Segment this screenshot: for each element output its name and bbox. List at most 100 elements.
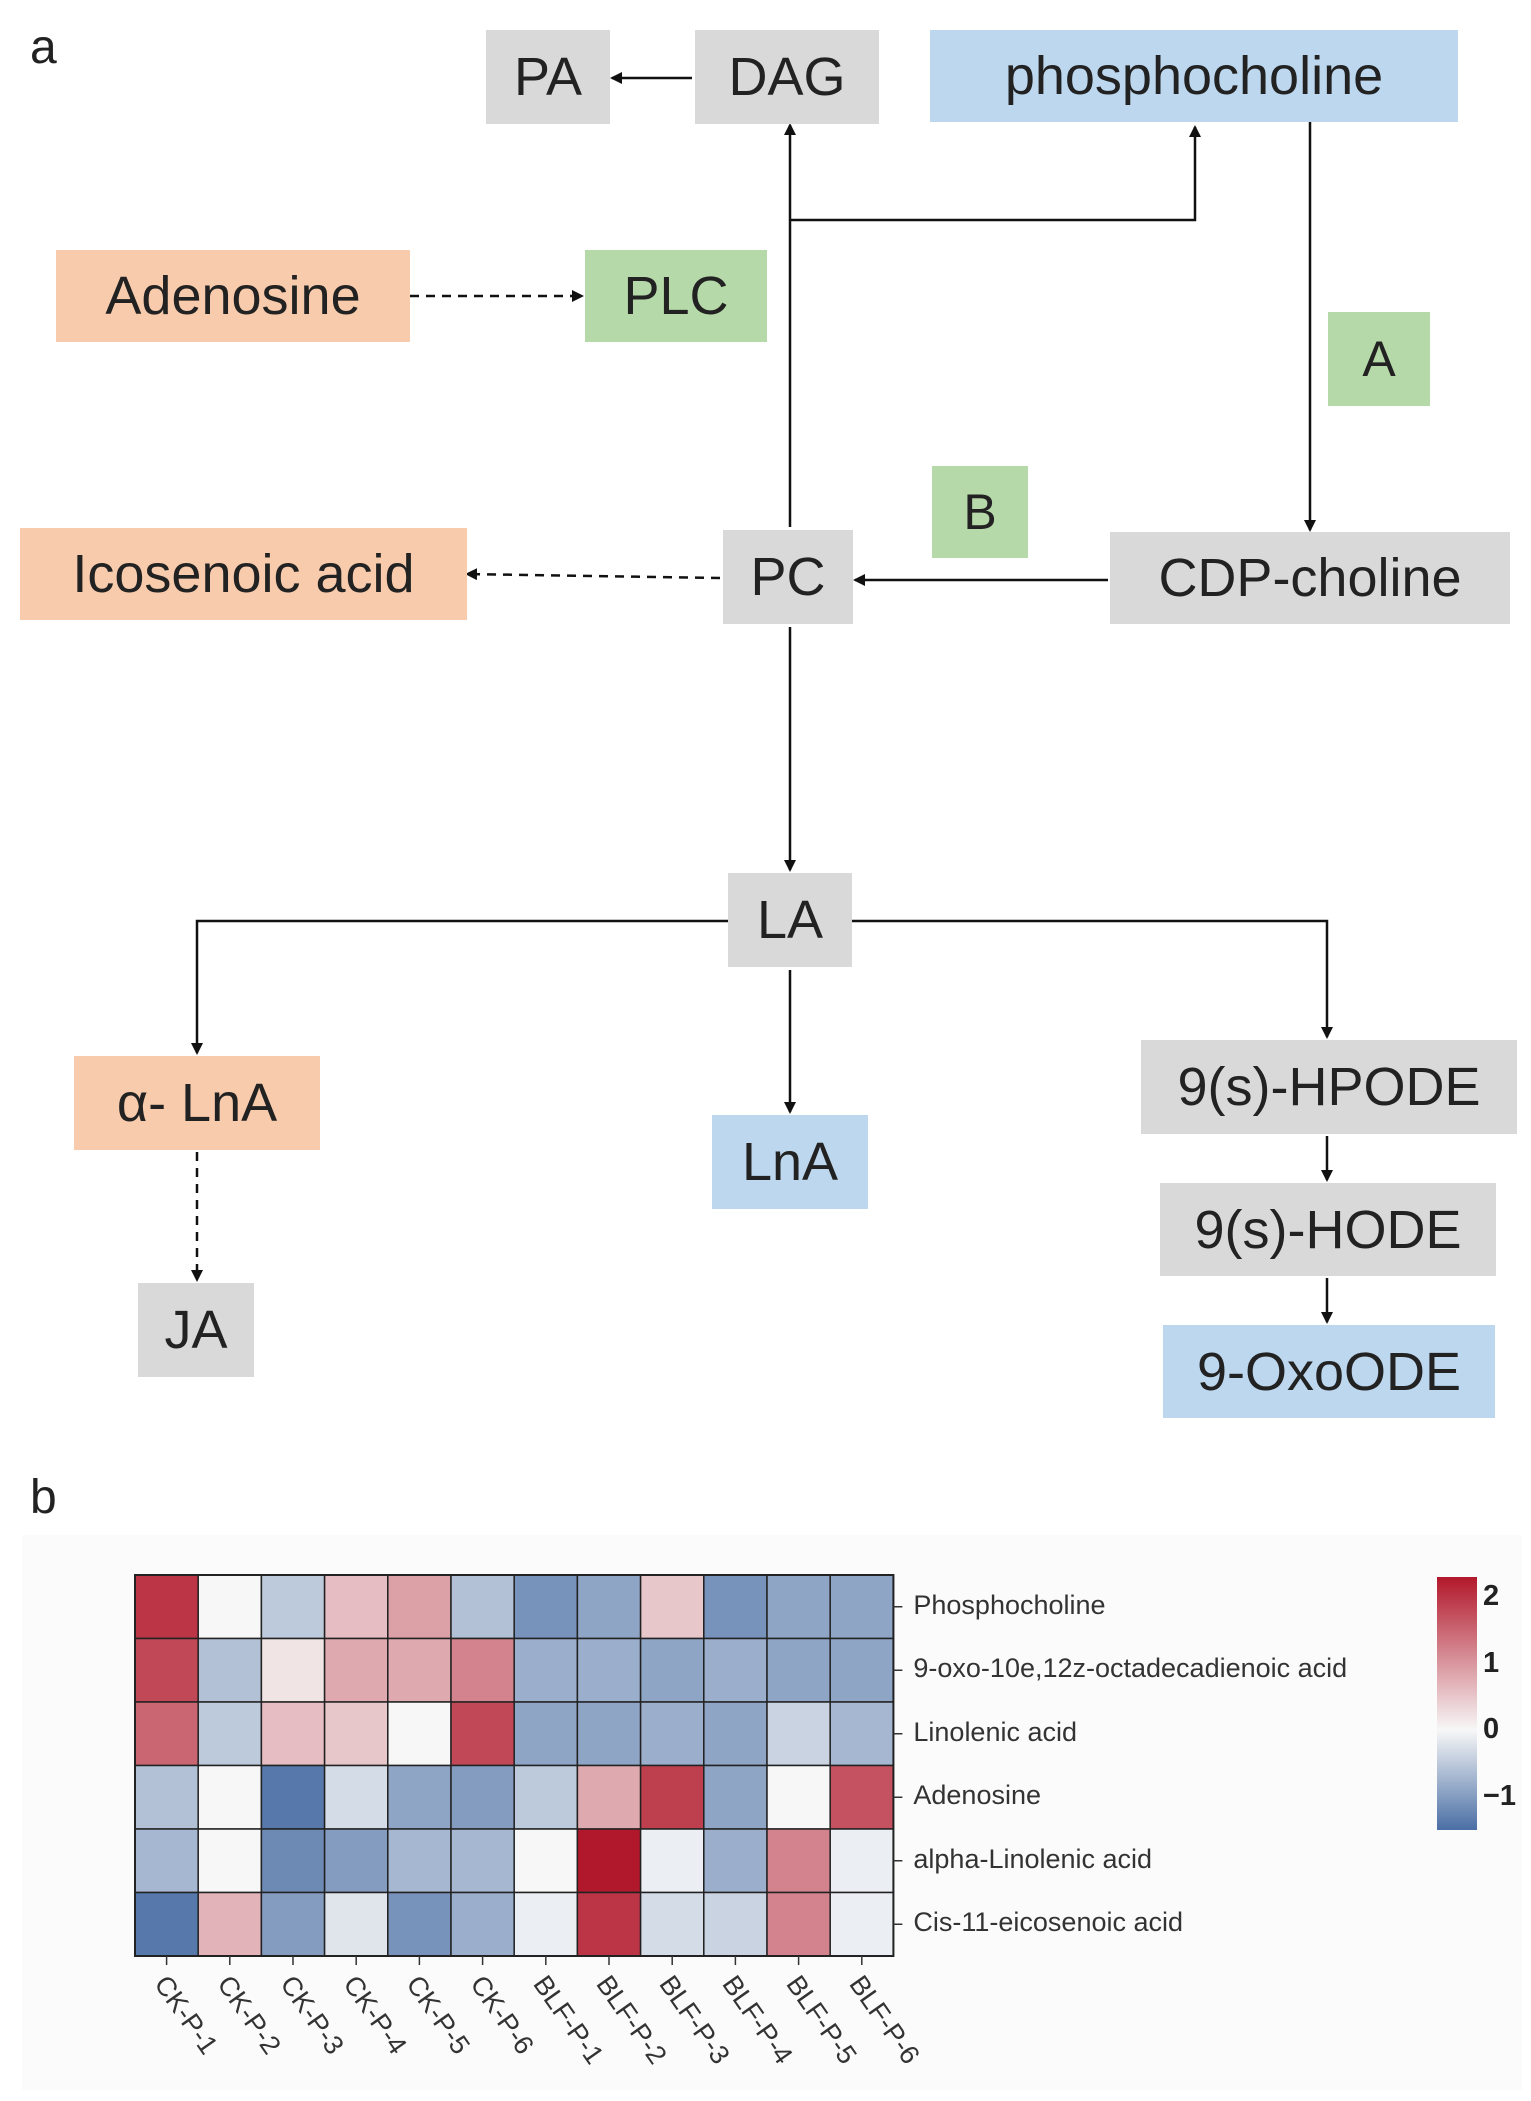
heatmap-cell — [260, 1828, 326, 1894]
row-label: Adenosine — [913, 1780, 1041, 1811]
heatmap-cell — [197, 1574, 263, 1640]
node-lna: LnA — [712, 1115, 868, 1209]
heatmap-cell — [829, 1574, 895, 1640]
heatmap-cell — [703, 1701, 768, 1767]
heatmap-cell — [829, 1764, 895, 1830]
heatmap-cell — [260, 1701, 326, 1767]
heatmap-cell — [260, 1574, 326, 1640]
arrow-to-phosphocholine — [790, 125, 1201, 222]
heatmap-cell — [703, 1574, 768, 1640]
heatmap-cell — [513, 1828, 579, 1894]
heatmap-cell — [766, 1637, 831, 1703]
arrow-pc-icosenoic — [465, 568, 721, 581]
heatmap-cell — [260, 1637, 326, 1703]
node-cdp-choline: CDP-choline — [1110, 532, 1510, 624]
heatmap-cell — [576, 1828, 642, 1894]
heatmap-cell — [197, 1764, 263, 1830]
node-ja: JA — [138, 1283, 254, 1377]
node-9s-hode: 9(s)-HODE — [1160, 1183, 1496, 1276]
node-la: LA — [728, 873, 852, 967]
heatmap-cell — [450, 1891, 515, 1957]
heatmap-cell — [513, 1574, 579, 1640]
pathway-arrows — [191, 72, 1333, 1324]
colorbar-tick-label: 0 — [1483, 1713, 1500, 1746]
heatmap-cell — [576, 1764, 642, 1830]
heatmap-cell — [323, 1574, 389, 1640]
heatmap-cell — [829, 1637, 895, 1703]
node-phosphocholine: phosphocholine — [930, 30, 1458, 122]
arrow-la-hpode — [852, 919, 1333, 1039]
row-label: 9-oxo-10e,12z-octadecadienoic acid — [913, 1653, 1348, 1684]
heatmap-cell — [766, 1701, 831, 1767]
heatmap-cell — [197, 1828, 263, 1894]
heatmap-cell — [134, 1637, 199, 1703]
node-plc: PLC — [585, 250, 767, 342]
heatmap-cell — [829, 1701, 895, 1767]
panel-label-a: a — [30, 21, 57, 74]
heatmap-cell — [260, 1891, 326, 1957]
arrow-la-alphalna — [191, 919, 728, 1055]
heatmap-cell — [766, 1828, 831, 1894]
node-alpha-lna: α- LnA — [74, 1056, 320, 1150]
heatmap-cell — [639, 1828, 705, 1894]
node-9-oxoode: 9-OxoODE — [1163, 1325, 1495, 1418]
node-pa: PA — [486, 30, 610, 124]
heatmap-cell — [639, 1891, 705, 1957]
node-icosenoic-acid: Icosenoic acid — [20, 528, 467, 620]
heatmap-cell — [766, 1574, 831, 1640]
heatmap-cell — [639, 1764, 705, 1830]
heatmap-cell — [134, 1701, 199, 1767]
colorbar — [1437, 1577, 1477, 1830]
heatmap-cell — [197, 1891, 263, 1957]
enzyme-b: B — [932, 466, 1028, 558]
heatmap-cell — [513, 1637, 579, 1703]
heatmap-cell — [134, 1764, 199, 1830]
heatmap-cell — [703, 1637, 768, 1703]
heatmap-cell — [387, 1574, 452, 1640]
row-label: Phosphocholine — [913, 1589, 1106, 1620]
heatmap-cell — [387, 1891, 452, 1957]
heatmap-cell — [387, 1828, 452, 1894]
heatmap-cell — [260, 1764, 326, 1830]
heatmap-border — [134, 1574, 895, 1957]
node-pc: PC — [723, 530, 853, 624]
row-label: Linolenic acid — [913, 1716, 1077, 1747]
heatmap-cell — [323, 1764, 389, 1830]
heatmap-cell — [766, 1764, 831, 1830]
heatmap-cell — [134, 1574, 199, 1640]
heatmap-cell — [576, 1891, 642, 1957]
node-adenosine: Adenosine — [56, 250, 410, 342]
heatmap-cell — [703, 1764, 768, 1830]
row-label: Cis-11-eicosenoic acid — [913, 1907, 1184, 1938]
node-9s-hpode: 9(s)-HPODE — [1141, 1040, 1517, 1134]
heatmap-cell — [197, 1637, 263, 1703]
heatmap-cell — [323, 1828, 389, 1894]
heatmap-cell — [134, 1828, 199, 1894]
heatmap-cell — [387, 1764, 452, 1830]
heatmap-cell — [323, 1637, 389, 1703]
heatmap-cell — [450, 1701, 515, 1767]
heatmap-cell — [766, 1891, 831, 1957]
heatmap-cell — [639, 1637, 705, 1703]
heatmap-cell — [513, 1891, 579, 1957]
heatmap-cell — [513, 1701, 579, 1767]
heatmap-cell — [576, 1574, 642, 1640]
heatmap-cell — [323, 1891, 389, 1957]
heatmap-cell — [450, 1574, 515, 1640]
heatmap-cell — [450, 1637, 515, 1703]
heatmap-cell — [703, 1891, 768, 1957]
heatmap-cell — [513, 1764, 579, 1830]
panel-label-b: b — [30, 1471, 57, 1524]
colorbar-tick-label: 2 — [1483, 1579, 1500, 1612]
heatmap-cell — [639, 1701, 705, 1767]
colorbar-tick-label: 1 — [1483, 1646, 1500, 1679]
colorbar-tick-label: −1 — [1483, 1779, 1517, 1812]
enzyme-a: A — [1328, 312, 1430, 406]
heatmap-cell — [639, 1574, 705, 1640]
node-dag: DAG — [695, 30, 879, 124]
heatmap-cell — [323, 1701, 389, 1767]
heatmap-cell — [387, 1701, 452, 1767]
heatmap-cell — [576, 1637, 642, 1703]
